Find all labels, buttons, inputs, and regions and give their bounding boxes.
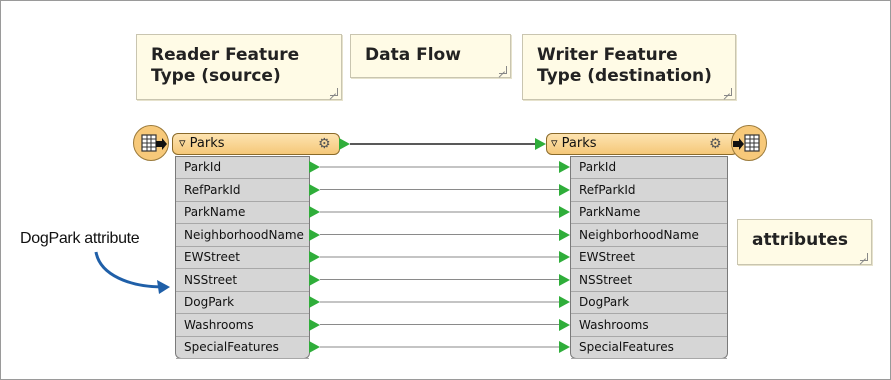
writer-icon[interactable] (731, 125, 767, 161)
writer-attribute-row[interactable]: DogPark (571, 292, 727, 314)
attribute-input-port[interactable] (559, 206, 570, 218)
gear-icon[interactable]: ⚙ (709, 136, 722, 152)
writer-attribute-row[interactable]: RefParkId (571, 180, 727, 202)
attribute-name: Washrooms (184, 317, 254, 332)
reader-name: Parks (189, 136, 225, 151)
attribute-output-port[interactable] (309, 183, 320, 196)
writer-attribute-row[interactable]: Washrooms (571, 315, 727, 337)
writer-attribute-row[interactable]: ParkName (571, 202, 727, 224)
attributes-note-text: attributes (752, 230, 848, 250)
reader-attribute-row[interactable]: NSStreet (176, 270, 309, 292)
attribute-input-port[interactable] (559, 341, 570, 353)
attribute-output-port[interactable] (309, 296, 320, 308)
attribute-input-port[interactable] (559, 251, 570, 263)
attribute-name: DogPark (184, 295, 235, 309)
reader-attribute-row[interactable]: ParkId (176, 157, 309, 179)
attribute-output-port[interactable] (309, 161, 320, 173)
reader-title: ▿ Parks (179, 136, 225, 151)
attribute-name: ParkName (184, 205, 246, 219)
reader-attribute-row[interactable]: ParkName (176, 202, 309, 224)
attribute-name: SpecialFeatures (184, 340, 279, 354)
writer-attribute-row[interactable]: SpecialFeatures (571, 337, 727, 359)
writer-title: ▿ Parks (551, 136, 597, 151)
resize-icon[interactable] (860, 253, 868, 261)
writer-input-port[interactable] (535, 138, 546, 150)
reader-attribute-row[interactable]: NeighborhoodName (176, 225, 309, 247)
triangle-down-icon[interactable]: ▿ (179, 136, 186, 151)
reader-icon[interactable] (133, 125, 169, 161)
writer-attribute-row[interactable]: ParkId (571, 157, 727, 179)
attribute-output-port[interactable] (309, 228, 320, 241)
attribute-input-port[interactable] (559, 296, 570, 308)
attribute-name: NeighborhoodName (184, 227, 304, 242)
reader-attribute-row[interactable]: RefParkId (176, 180, 309, 202)
attribute-name: RefParkId (579, 182, 636, 197)
attribute-input-port[interactable] (559, 228, 570, 241)
attribute-name: ParkName (579, 205, 641, 219)
attribute-name: NSStreet (184, 272, 238, 287)
writer-note-text: Writer Feature Type (destination) (537, 45, 712, 86)
writer-header[interactable]: ▿ Parks ⚙ (546, 133, 738, 155)
resize-icon[interactable] (499, 66, 507, 74)
writer-note[interactable]: Writer Feature Type (destination) (522, 34, 736, 100)
attribute-input-port[interactable] (559, 183, 570, 196)
dataflow-note[interactable]: Data Flow (350, 34, 511, 78)
attributes-note[interactable]: attributes (737, 219, 872, 265)
attribute-name: NSStreet (579, 272, 633, 287)
attribute-output-port[interactable] (309, 341, 320, 353)
reader-output-port[interactable] (339, 138, 350, 150)
table-reader-icon (141, 134, 167, 152)
attribute-lines (320, 166, 559, 348)
attribute-name: EWStreet (579, 250, 635, 264)
reader-attribute-row[interactable]: Washrooms (176, 315, 309, 337)
reader-attribute-row[interactable]: SpecialFeatures (176, 337, 309, 359)
writer-attribute-row[interactable]: EWStreet (571, 247, 727, 269)
attribute-name: ParkId (184, 160, 222, 174)
attribute-name: SpecialFeatures (579, 340, 674, 354)
attribute-name: RefParkId (184, 182, 241, 197)
callout-label: DogPark attribute (20, 230, 140, 247)
callout-arrowhead (157, 280, 170, 294)
attribute-name: NeighborhoodName (579, 227, 699, 242)
reader-note[interactable]: Reader Feature Type (source) (136, 34, 342, 100)
writer-name: Parks (561, 136, 597, 151)
gear-icon[interactable]: ⚙ (318, 136, 331, 152)
reader-header[interactable]: ▿ Parks ⚙ (172, 133, 340, 155)
attribute-name: Washrooms (579, 317, 649, 332)
writer-attribute-row[interactable]: NeighborhoodName (571, 225, 727, 247)
attribute-output-port[interactable] (309, 251, 320, 263)
attribute-input-port[interactable] (559, 318, 570, 331)
attribute-name: DogPark (579, 295, 630, 309)
attribute-input-port[interactable] (559, 161, 570, 173)
writer-attribute-row[interactable]: NSStreet (571, 270, 727, 292)
resize-icon[interactable] (724, 88, 732, 96)
attribute-output-port[interactable] (309, 318, 320, 331)
reader-attribute-row[interactable]: DogPark (176, 292, 309, 314)
reader-attribute-row[interactable]: EWStreet (176, 247, 309, 269)
triangle-down-icon[interactable]: ▿ (551, 136, 558, 151)
attribute-input-port[interactable] (559, 273, 570, 286)
reader-note-text: Reader Feature Type (source) (151, 45, 300, 86)
attribute-output-port[interactable] (309, 273, 320, 286)
attribute-output-port[interactable] (309, 206, 320, 218)
table-writer-icon (733, 134, 760, 152)
attribute-name: EWStreet (184, 250, 240, 264)
resize-icon[interactable] (330, 88, 338, 96)
callout-arrow (94, 251, 164, 289)
dataflow-note-text: Data Flow (365, 45, 461, 65)
attribute-name: ParkId (579, 160, 617, 174)
